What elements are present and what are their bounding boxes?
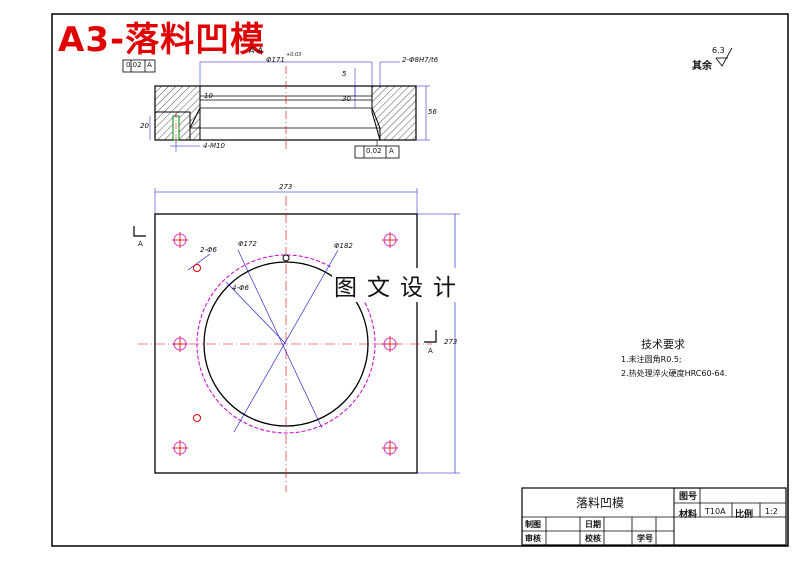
sheet-frame	[51, 13, 789, 547]
tol-top-value: 0.02	[126, 61, 142, 69]
check-label: 审核	[525, 534, 541, 543]
dim-depth-5: 5	[342, 70, 347, 78]
section-mark-right	[424, 330, 437, 343]
plan-view	[133, 188, 460, 492]
die-opening	[203, 261, 369, 427]
dim-width-273: 273	[279, 183, 293, 191]
material-label: 材料	[679, 510, 698, 520]
screw-holes	[172, 232, 398, 456]
outer-circle	[196, 254, 376, 434]
dim-pins: 2-Φ8H7/t6	[402, 56, 439, 64]
dim-screws: 4-M10	[203, 142, 225, 150]
section-label: A-A	[249, 46, 263, 55]
dim-left-20: 20	[140, 122, 149, 130]
section-outline	[154, 85, 417, 141]
scale-value: 1:2	[765, 507, 778, 516]
section-mark-a-right: A	[428, 347, 433, 355]
scale-label: 比例	[735, 510, 754, 520]
dim-dia-outer: Φ182	[334, 242, 353, 250]
dim-height-56: 56	[428, 108, 437, 116]
dim-dia-top: Φ171	[266, 56, 285, 64]
requirements-title: 技术要求	[641, 338, 685, 351]
audit-label: 校核	[585, 534, 601, 543]
pin-holes	[193, 254, 290, 422]
drawing-number-label: 图号	[679, 492, 698, 502]
dim-height-273: 273	[444, 338, 458, 346]
date-label: 日期	[585, 520, 601, 529]
section-mark-a-left: A	[138, 240, 143, 248]
student-number-label: 学号	[637, 534, 653, 543]
watermark-text: 图文设计	[332, 268, 468, 302]
roughness-label: 其余	[692, 61, 712, 72]
drawn-by-label: 制图	[525, 520, 541, 529]
dim-dia-inner: Φ172	[238, 240, 257, 248]
dim-pin-holes: 2-Φ6	[200, 246, 217, 254]
section-view	[122, 59, 430, 159]
requirement-item: 2.热处理淬火硬度HRC60-64.	[621, 369, 728, 378]
tol-bottom-datum: A	[389, 147, 394, 155]
section-right-wall	[371, 85, 417, 141]
part-name: 落料凹模	[576, 496, 625, 510]
title-block	[521, 487, 787, 546]
material-value: T10A	[705, 507, 726, 516]
tol-top-datum: A	[147, 61, 152, 69]
roughness-symbol	[715, 47, 733, 67]
sheet-title: A3-落料凹模	[58, 20, 266, 60]
tol-bottom-value: 0.02	[366, 147, 382, 155]
dim-depth-30: 30	[342, 95, 351, 103]
dim-screw-holes: 4-Φ6	[232, 284, 249, 292]
requirement-item: 1.未注圆角R0.5;	[621, 355, 682, 364]
dim-pin-10: 10	[204, 92, 213, 100]
roughness-value: 6.3	[712, 46, 725, 55]
section-mark-left	[133, 226, 146, 237]
dim-dia-top-tol: +0.03	[286, 52, 302, 58]
